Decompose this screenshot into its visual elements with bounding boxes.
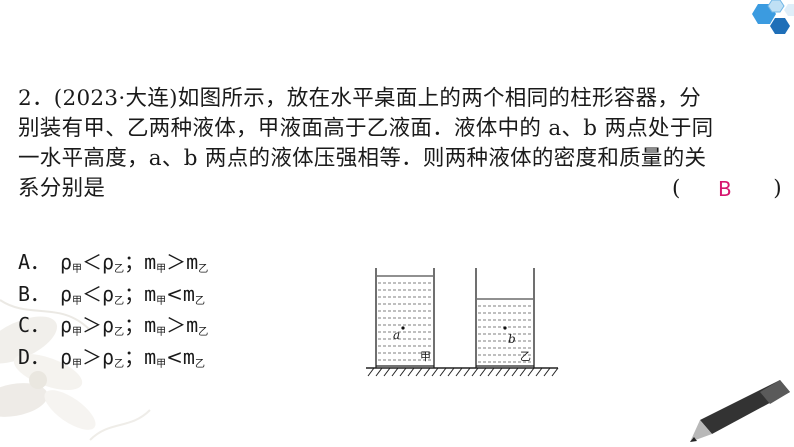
label-yi: 乙: [520, 350, 531, 363]
question-line-4: 系分别是 ( B ): [18, 174, 786, 204]
options-list: A．ρ甲＜ρ乙；m甲＞m乙 B．ρ甲＜ρ乙；m甲<m乙 C．ρ甲＞ρ乙；m甲＞m…: [18, 247, 208, 373]
option-c[interactable]: C．ρ甲＞ρ乙；m甲＞m乙: [18, 313, 209, 338]
answer-letter: B: [718, 177, 733, 201]
option-d[interactable]: D．ρ甲＞ρ乙；m甲<m乙: [18, 344, 205, 370]
question-line-4-text: 系分别是: [18, 176, 106, 201]
flower-watermark-icon: [0, 299, 151, 441]
label-b: b: [508, 332, 516, 346]
containers-figure: a b 甲 乙: [362, 262, 562, 382]
question-line-3: 一水平高度，a、b 两点的液体压强相等．则两种液体的密度和质量的关: [18, 146, 707, 171]
pen-icon: [690, 380, 790, 442]
container-left: [375, 268, 435, 368]
question-line-1: 2．(2023·大连)如图所示，放在水平桌面上的两个相同的柱形容器，分: [18, 86, 702, 111]
container-right: [475, 268, 535, 368]
option-b[interactable]: B．ρ甲＜ρ乙；m甲<m乙: [18, 281, 205, 307]
answer-bracket: ( B ): [672, 174, 782, 204]
option-a[interactable]: A．ρ甲＜ρ乙；m甲＞m乙: [18, 250, 209, 275]
containers-diagram: [366, 268, 559, 377]
question-line-2: 别装有甲、乙两种液体，甲液面高于乙液面．液体中的 a、b 两点处于同: [18, 116, 714, 141]
hexagon-logo-icon: [752, 0, 794, 34]
point-b: [503, 326, 507, 330]
bracket-close: ): [773, 176, 782, 201]
question-text: 2．(2023·大连)如图所示，放在水平桌面上的两个相同的柱形容器，分 别装有甲…: [18, 84, 786, 204]
bracket-open: (: [672, 176, 681, 201]
label-jia: 甲: [420, 350, 431, 363]
point-a: [401, 326, 405, 330]
label-a: a: [393, 328, 401, 342]
table-hatching: [367, 367, 559, 377]
